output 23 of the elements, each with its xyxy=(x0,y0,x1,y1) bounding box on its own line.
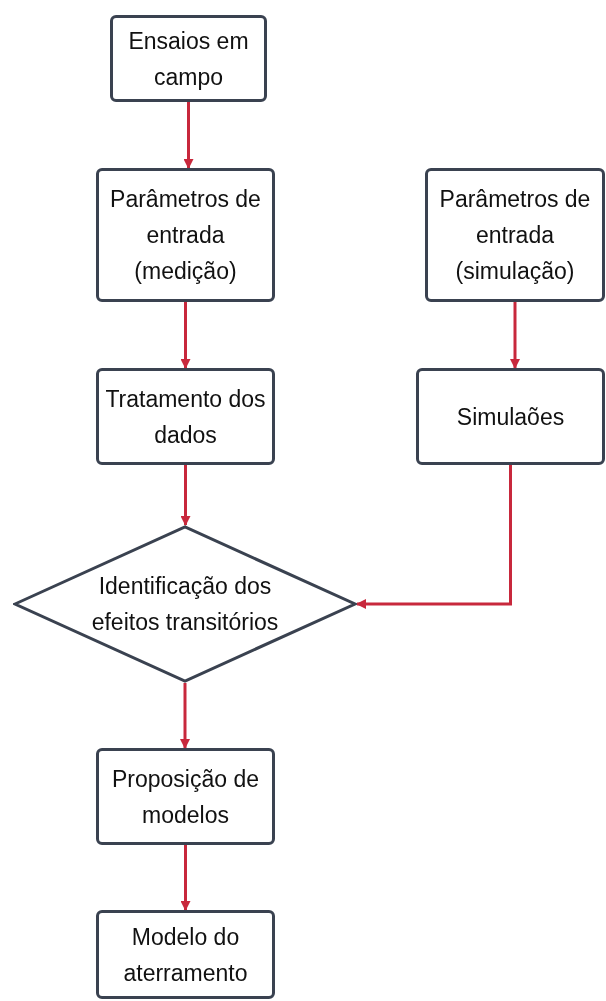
box-label: Parâmetros de entrada (medição) xyxy=(109,185,262,286)
arrow xyxy=(356,465,512,609)
process-box xyxy=(96,910,275,999)
arrow xyxy=(180,465,191,526)
arrow xyxy=(180,845,191,911)
box-label: Modelo do aterramento xyxy=(122,922,249,988)
process-box xyxy=(110,15,267,102)
box-label: Simulaões xyxy=(455,402,566,432)
arrow xyxy=(180,302,191,369)
process-box xyxy=(96,168,275,302)
decision-diamond xyxy=(13,525,357,683)
arrow xyxy=(510,302,520,369)
process-box xyxy=(96,368,275,465)
arrow xyxy=(183,102,194,169)
process-box xyxy=(425,168,605,302)
box-label: Tratamento dos dados xyxy=(104,384,267,450)
box-label: Ensaios em campo xyxy=(127,26,250,92)
process-box xyxy=(416,368,605,465)
box-label: Parâmetros de entrada (simulação) xyxy=(438,185,592,286)
arrow xyxy=(180,683,190,749)
process-box xyxy=(96,748,275,845)
box-label: Proposição de modelos xyxy=(110,764,260,830)
box-label: Identificação dos efeitos transitórios xyxy=(90,572,280,637)
